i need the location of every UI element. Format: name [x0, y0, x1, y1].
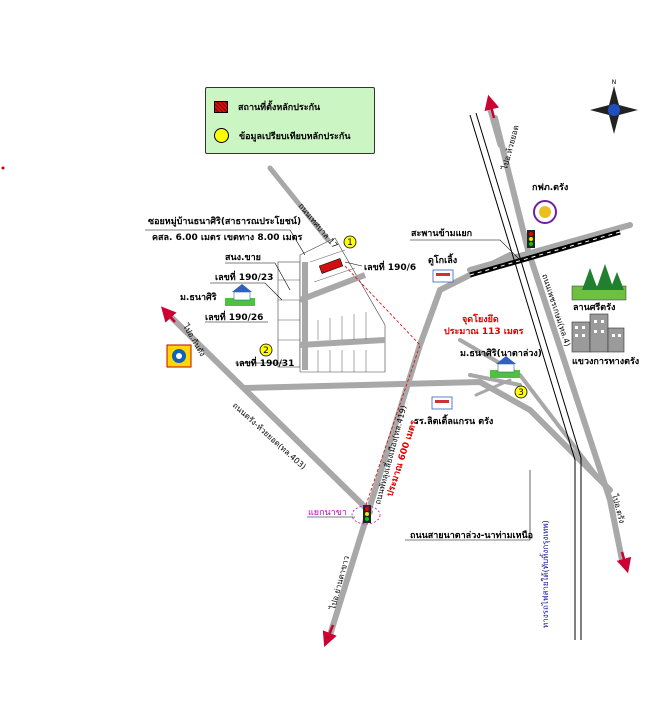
leader-lines	[145, 229, 531, 541]
label-sanam: สนง.ขาย	[225, 253, 261, 263]
label-lot-19031: เลขที่ 190/31	[236, 356, 294, 369]
edge-dot	[1, 166, 5, 170]
label-overpass: สะพานข้ามแยก	[411, 228, 472, 239]
label-kfp-trang: กฟภ.ตรัง	[532, 182, 568, 193]
label-intersection: แยกนาขา	[308, 508, 347, 518]
label-lot-19026: เลขที่ 190/26	[205, 310, 263, 323]
legend-label-property: สถานที่ตั้งหลักประกัน	[238, 103, 321, 113]
label-lot-1906: เลขที่ 190/6	[364, 260, 416, 273]
legend-item-comparison: ข้อมูลเปรียบเทียบหลักประกัน	[214, 128, 351, 143]
label-big-c: รร.ลิตเติ้ลแกรน ตรัง	[414, 414, 493, 427]
railway	[469, 112, 582, 640]
subdivision-grid	[277, 237, 386, 373]
label-railway: ทางรถไฟสายใต้(ทับทิ้งกรุงเทพ)	[539, 520, 550, 628]
school-icon	[431, 396, 453, 410]
direction-arrows	[160, 94, 632, 647]
svg-text:3: 3	[518, 388, 524, 398]
marker-2: 2	[259, 343, 273, 357]
label-lot-19023: เลขที่ 190/23	[215, 270, 273, 283]
label-road-hwy17: ถนนเทศบาล 17	[296, 202, 339, 251]
label-highway-dept: แขวงการทางตรัง	[572, 356, 639, 367]
legend-label-comparison: ข้อมูลเปรียบเทียบหลักประกัน	[239, 131, 351, 142]
house-icon	[225, 284, 255, 306]
property-swatch-icon	[214, 101, 228, 113]
park-icon	[571, 264, 627, 301]
legend: สถานที่ตั้งหลักประกัน ข้อมูลเปรียบเทียบห…	[205, 87, 375, 154]
label-ref-point: จุดโยงยึด	[462, 313, 499, 325]
comparison-swatch-icon	[214, 128, 229, 143]
traffic-light-icon	[527, 230, 535, 248]
legend-item-property: สถานที่ตั้งหลักประกัน	[214, 100, 320, 114]
marker-1: 1	[343, 235, 357, 249]
building-icon	[571, 313, 625, 353]
label-road-nataluang: ถนนสายนาตาล่วง-นาท่ามเหนือ	[410, 529, 533, 541]
label-ref-dist: ประมาณ 113 เมตร	[444, 326, 524, 337]
label-soi-dim: คสล. 6.00 เมตร เขตทาง 8.00 เมตร	[152, 233, 303, 243]
svg-text:N: N	[612, 79, 617, 86]
compass-icon: N	[590, 79, 638, 134]
marker-3: 3	[514, 385, 528, 399]
label-moo-nataluang: ม.ธนาศิริ(นาตาล่วง)	[460, 348, 542, 359]
label-dansri-trang: ลานศรีตรัง	[573, 302, 615, 313]
label-doo-kolueng: ดูโกเลิ้ง	[428, 253, 457, 266]
pea-logo-icon	[533, 200, 557, 224]
label-moo-thanasiri: ม.ธนาศิริ	[180, 292, 217, 303]
traffic-light-icon	[363, 505, 371, 523]
shop-icon	[432, 269, 454, 283]
label-soi: ซอยหมู่บ้านธนาศิริ(สาธารณประโยชน์)	[148, 215, 301, 227]
gas-station-icon	[166, 344, 192, 368]
property-location	[318, 258, 344, 274]
distance-guides	[344, 265, 421, 506]
svg-text:1: 1	[347, 238, 353, 248]
svg-text:2: 2	[263, 346, 269, 356]
overpass	[469, 229, 621, 278]
house-icon	[490, 356, 520, 378]
